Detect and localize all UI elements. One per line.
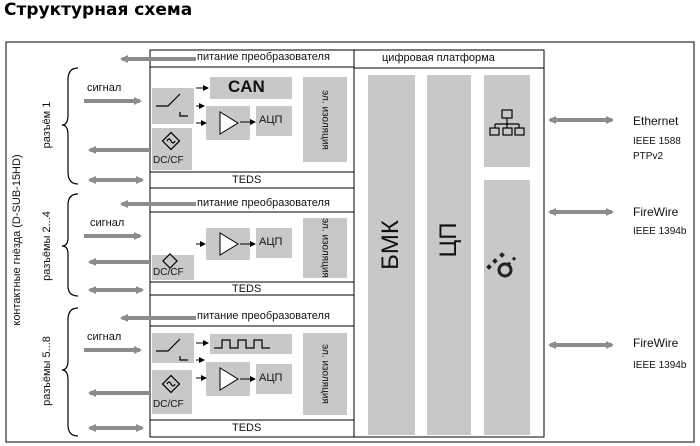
firewire-line-1: IEEE 1394b (633, 226, 687, 237)
isolation-label-3: эл. изоляция (319, 344, 331, 404)
network-icon (489, 109, 525, 136)
switch-block-3 (152, 333, 194, 363)
pulse-wave-icon (214, 339, 270, 349)
adc-block-3 (256, 364, 292, 394)
page-title: Структурная схема (4, 0, 193, 20)
bmk-label: БМК (377, 220, 404, 270)
isolation-label-2: эл. изоляция (319, 218, 331, 278)
connector-label-2: разъёмы 2...4 (41, 211, 53, 281)
teds-label-3: TEDS (232, 422, 262, 434)
isolation-label-1: эл. изоляция (319, 90, 331, 150)
adc-block-1 (256, 106, 292, 136)
power-label-3: питание преобразователя (197, 310, 330, 322)
adc-block-2 (256, 228, 292, 258)
isolation-block-3 (303, 333, 347, 415)
ethernet-line-2: PTPv2 (633, 151, 664, 162)
digital-platform-label: цифровая платформа (382, 52, 495, 64)
bmk-block (368, 75, 415, 435)
teds-row-1 (149, 171, 355, 189)
connector-label-1: разъём 1 (41, 101, 53, 149)
signal-label-1: сигнал (87, 82, 122, 94)
dccf-label-1: DC/CF (153, 155, 184, 166)
dccf-block-2 (152, 255, 194, 280)
outer-frame (5, 41, 695, 443)
firewire-icon (486, 252, 517, 278)
ethernet-line-1: IEEE 1588 (633, 136, 681, 147)
connector-braces (61, 67, 79, 437)
power-label-1: питание преобразователя (197, 51, 330, 63)
isolation-block-2 (303, 218, 347, 278)
signal-label-3: сигнал (87, 331, 122, 343)
adc-label-2: АЦП (259, 236, 283, 248)
cpu-block (427, 75, 471, 435)
dccf-label-3: DC/CF (153, 399, 184, 410)
pulse-block (210, 334, 292, 354)
isolation-block-1 (303, 77, 347, 162)
can-label: CAN (228, 77, 265, 96)
firewire-name-1: FireWire (633, 205, 679, 219)
power-label-2: питание преобразователя (197, 197, 330, 209)
firewire-block (484, 180, 530, 435)
adc-label-1: АЦП (259, 114, 283, 126)
right-arrows (548, 116, 614, 349)
left-arrows (84, 55, 196, 432)
contacts-label: контактные гнёзда (D-SUB-15HD) (11, 154, 23, 326)
firewire-line-2: IEEE 1394b (633, 360, 687, 371)
teds-label-1: TEDS (232, 174, 262, 186)
digital-platform-frame (353, 49, 545, 438)
connector-label-3: разъёмы 5...8 (41, 336, 53, 406)
firewire-name-2: FireWire (633, 336, 679, 350)
dccf-label-2: DC/CF (153, 267, 184, 278)
teds-label-2: TEDS (232, 283, 262, 295)
ethernet-name: Ethernet (633, 114, 679, 128)
signal-label-2: сигнал (90, 217, 125, 229)
cpu-label: ЦП (435, 222, 462, 258)
adc-label-3: АЦП (259, 372, 283, 384)
teds-row-3 (149, 419, 355, 438)
can-block (210, 77, 292, 99)
teds-row-2 (149, 281, 355, 296)
